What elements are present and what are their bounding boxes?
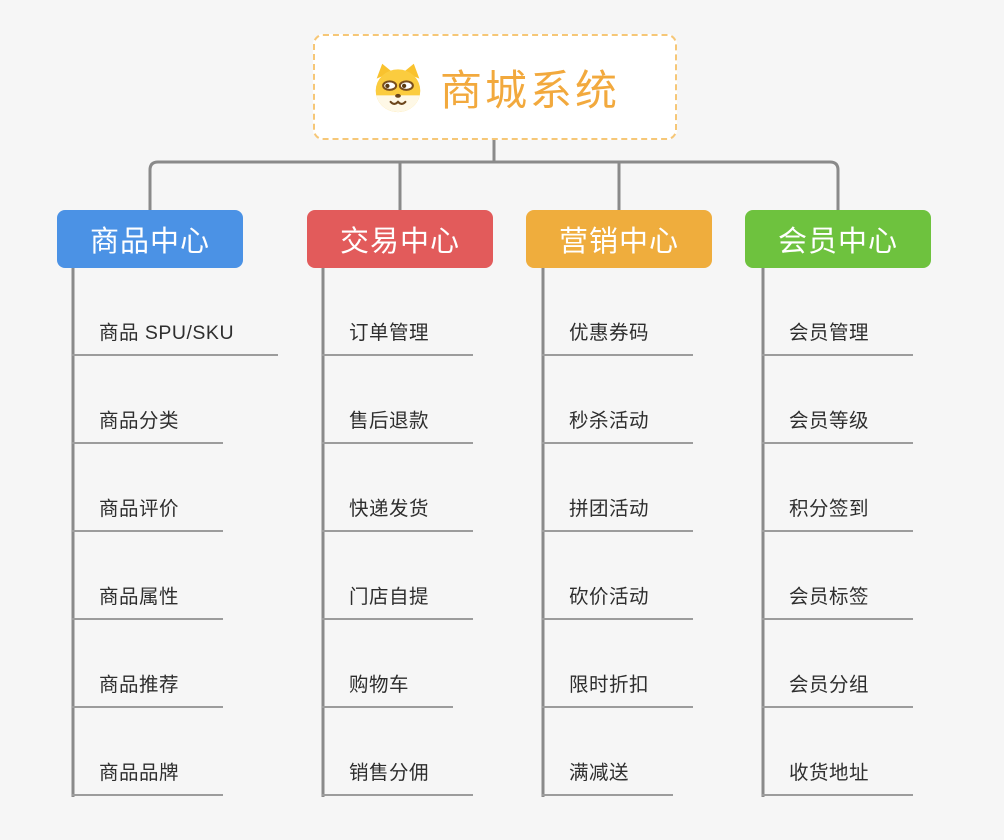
leaf-item-label: 会员标签 (789, 586, 870, 608)
leaf-item-label: 商品 SPU/SKU (99, 322, 235, 344)
branch-label: 交易中心 (339, 226, 460, 258)
leaf-column-marketing-center: 优惠券码 秒杀活动 拼团活动 砍价活动 限时折扣 满减送 (542, 268, 694, 796)
leaf-item[interactable]: 商品属性 (72, 532, 224, 620)
leaf-column-member-center: 会员管理 会员等级 积分签到 会员标签 会员分组 收货地址 (762, 268, 914, 796)
leaf-item[interactable]: 收货地址 (762, 708, 914, 796)
leaf-item-label: 积分签到 (789, 498, 870, 520)
root-node-mall-system[interactable]: 商城系统 (313, 34, 677, 140)
leaf-column-product-center: 商品 SPU/SKU 商品分类 商品评价 商品属性 商品推荐 商品品牌 (72, 268, 279, 796)
leaf-item[interactable]: 会员分组 (762, 620, 914, 708)
leaf-item-label: 秒杀活动 (569, 410, 650, 432)
leaf-item-label: 购物车 (349, 674, 410, 696)
leaf-item[interactable]: 商品 SPU/SKU (72, 268, 279, 356)
leaf-item-label: 售后退款 (349, 410, 430, 432)
leaf-item[interactable]: 购物车 (322, 620, 454, 708)
root-title: 商城系统 (439, 66, 620, 114)
leaf-item[interactable]: 商品评价 (72, 444, 224, 532)
leaf-item-label: 门店自提 (349, 586, 430, 608)
leaf-item[interactable]: 商品推荐 (72, 620, 224, 708)
leaf-item[interactable]: 秒杀活动 (542, 356, 694, 444)
leaf-item-label: 会员等级 (789, 410, 870, 432)
branch-node-product-center[interactable]: 商品中心 (57, 210, 243, 268)
leaf-item[interactable]: 订单管理 (322, 268, 474, 356)
leaf-item-label: 商品品牌 (99, 762, 180, 784)
leaf-item[interactable]: 满减送 (542, 708, 674, 796)
leaf-item[interactable]: 商品品牌 (72, 708, 224, 796)
leaf-item[interactable]: 销售分佣 (322, 708, 474, 796)
leaf-item[interactable]: 积分签到 (762, 444, 914, 532)
leaf-item[interactable]: 拼团活动 (542, 444, 694, 532)
leaf-item[interactable]: 优惠券码 (542, 268, 694, 356)
leaf-item-label: 快递发货 (349, 498, 430, 520)
leaf-item-label: 限时折扣 (569, 674, 650, 696)
leaf-item-label: 会员管理 (789, 322, 870, 344)
leaf-item-label: 会员分组 (789, 674, 870, 696)
leaf-item-label: 销售分佣 (349, 762, 430, 784)
leaf-item[interactable]: 限时折扣 (542, 620, 694, 708)
leaf-item[interactable]: 会员等级 (762, 356, 914, 444)
branch-label: 营销中心 (558, 226, 679, 258)
leaf-item[interactable]: 快递发货 (322, 444, 474, 532)
branch-label: 会员中心 (777, 226, 898, 258)
leaf-item-label: 满减送 (569, 762, 630, 784)
leaf-item[interactable]: 商品分类 (72, 356, 224, 444)
branch-node-trade-center[interactable]: 交易中心 (307, 210, 493, 268)
shiba-dog-icon (375, 63, 421, 113)
leaf-item-label: 收货地址 (789, 762, 870, 784)
leaf-item[interactable]: 砍价活动 (542, 532, 694, 620)
branch-node-member-center[interactable]: 会员中心 (745, 210, 931, 268)
leaf-item-label: 砍价活动 (569, 586, 650, 608)
leaf-item[interactable]: 会员标签 (762, 532, 914, 620)
branch-label: 商品中心 (89, 226, 210, 258)
leaf-item[interactable]: 会员管理 (762, 268, 914, 356)
branch-node-marketing-center[interactable]: 营销中心 (526, 210, 712, 268)
leaf-item-label: 订单管理 (349, 322, 430, 344)
leaf-item-label: 优惠券码 (569, 322, 650, 344)
leaf-item-label: 商品分类 (99, 410, 180, 432)
leaf-item-label: 拼团活动 (569, 498, 650, 520)
leaf-item[interactable]: 门店自提 (322, 532, 474, 620)
leaf-item-label: 商品属性 (99, 586, 180, 608)
leaf-column-trade-center: 订单管理 售后退款 快递发货 门店自提 购物车 销售分佣 (322, 268, 474, 796)
leaf-item[interactable]: 售后退款 (322, 356, 474, 444)
leaf-item-label: 商品评价 (99, 498, 180, 520)
leaf-item-label: 商品推荐 (99, 674, 180, 696)
